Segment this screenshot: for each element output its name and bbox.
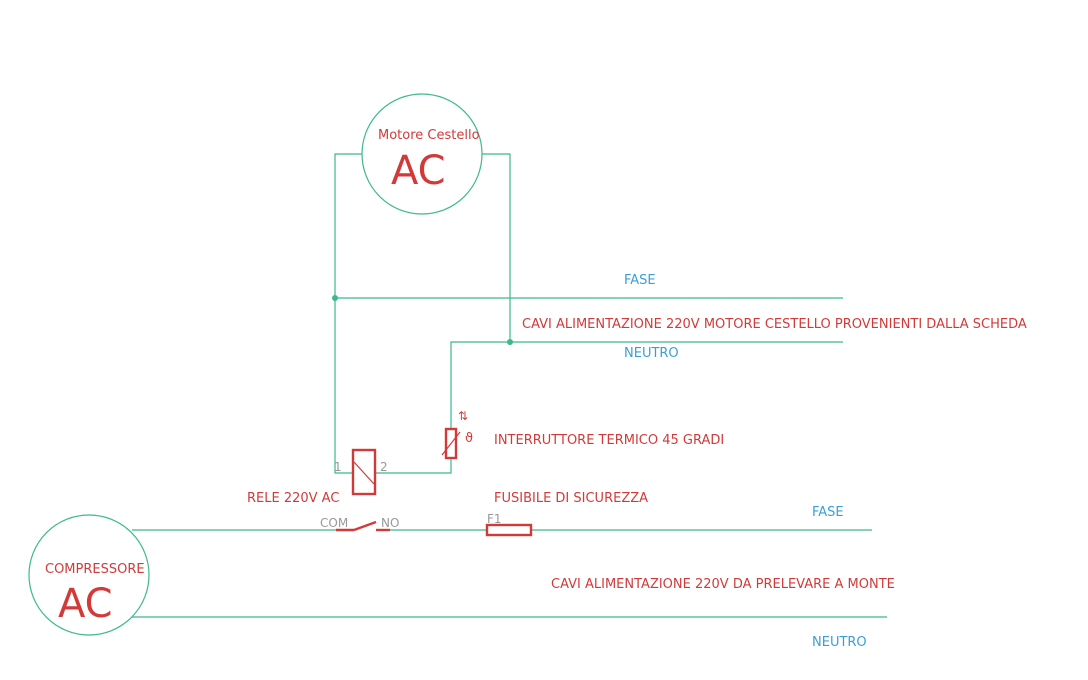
fuse[interactable]: F1 FUSIBILE DI SICUREZZA [485,491,648,537]
thermal-switch-body [444,427,458,460]
compressor-name: COMPRESSORE [45,562,145,577]
wire-motor-right [482,153,511,342]
thermometer-icon: ϑ [465,431,473,446]
compressor-type: AC [58,581,113,627]
wires [132,153,887,618]
motor-type: AC [391,148,446,194]
thermal-switch[interactable]: ϑ ⇅ INTERRUTTORE TERMICO 45 GRADI [441,409,724,460]
relay-com-label: COM [320,516,348,530]
arrows-icon: ⇅ [458,409,468,423]
net-label-neutro-lower: NEUTRO [812,635,867,650]
fuse-label: FUSIBILE DI SICUREZZA [494,491,648,506]
thermal-switch-diagonal [441,431,461,456]
compressor-circle [28,514,150,636]
upper-lines-label: CAVI ALIMENTAZIONE 220V MOTORE CESTELLO … [522,317,1027,332]
relay-pin2: 2 [380,460,388,474]
relay-label: RELE 220V AC [247,491,339,506]
lower-lines-label: CAVI ALIMENTAZIONE 220V DA PRELEVARE A M… [551,577,895,592]
compressor[interactable]: COMPRESSORE AC [28,514,150,636]
relay[interactable]: 1 2 RELE 220V AC COM NO [247,448,399,532]
wire-motor-left [334,153,362,474]
relay-coil [351,448,377,496]
net-label-fase-lower: FASE [812,505,844,520]
relay-coil-diagonal [353,461,375,485]
fuse-ref: F1 [487,512,502,526]
motor-circle [361,93,483,215]
fuse-body [485,523,533,537]
junction-dot [507,339,513,345]
motor-name: Motore Cestello [378,128,480,143]
relay-contact-blade [353,520,377,532]
relay-pin1: 1 [334,460,342,474]
junction-dot [332,295,338,301]
thermal-switch-label: INTERRUTTORE TERMICO 45 GRADI [494,433,724,448]
wire-relay-thermal [375,458,452,474]
motor-cestello[interactable]: Motore Cestello AC [361,93,483,215]
net-label-neutro-upper: NEUTRO [624,346,679,361]
relay-no-label: NO [381,516,399,530]
net-label-fase-upper: FASE [624,273,656,288]
wire-neutro-upper [450,341,843,428]
